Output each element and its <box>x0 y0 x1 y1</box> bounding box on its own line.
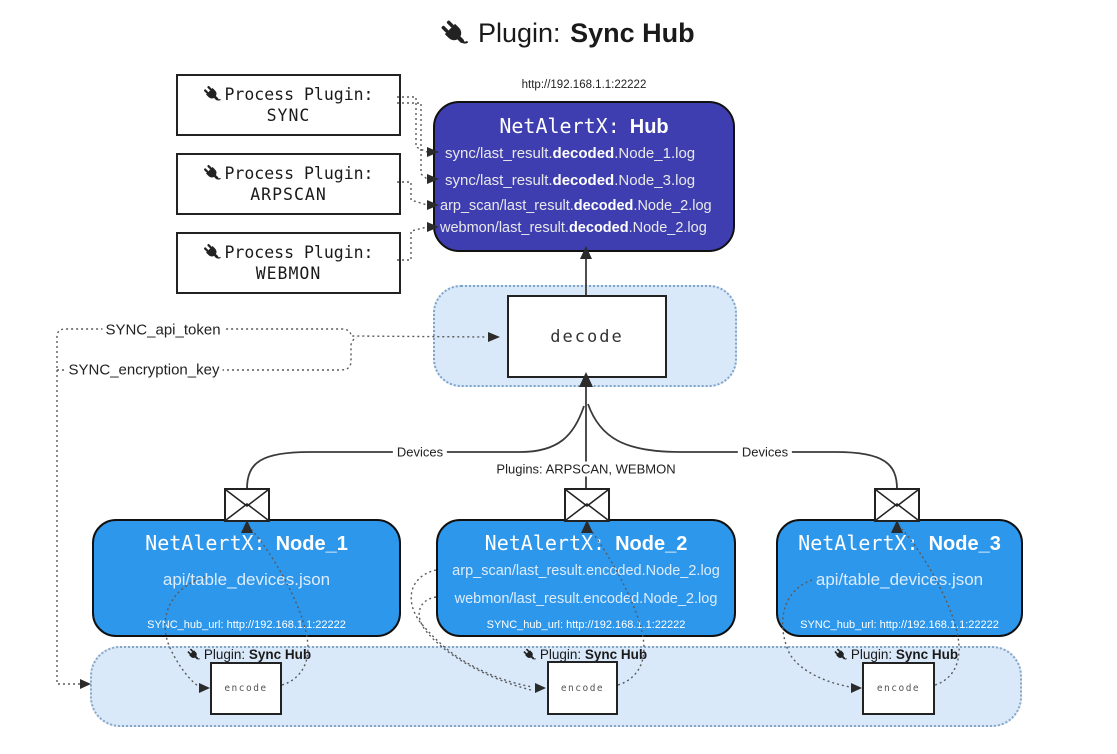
node-title: NetAlertX:Node_3 <box>798 531 1001 555</box>
hub-title-prefix: NetAlertX: <box>499 114 620 138</box>
title-name: Sync Hub <box>570 18 695 48</box>
title-prefix: Plugin: <box>478 18 561 48</box>
devices-edge-label-right: Devices <box>737 444 793 460</box>
process-plugin-name: WEBMON <box>255 264 322 283</box>
node-hub-url: SYNC_hub_url: http://192.168.1.1:22222 <box>486 619 686 631</box>
hub-title-name: Hub <box>629 116 669 138</box>
hub-log-line: webmon/last_result.decoded.Node_2.log <box>440 220 707 236</box>
process-plugin-box-sync: Process Plugin: SYNC <box>176 74 401 136</box>
process-plugin-heading: Process Plugin: <box>224 85 374 104</box>
plug-icon <box>834 648 848 662</box>
plug-icon <box>440 19 470 49</box>
hub-box: NetAlertX: Hub sync/last_result.decoded.N… <box>433 101 735 252</box>
encoder-label-2: Plugin: Sync Hub <box>523 647 647 662</box>
encode-box-2: encode <box>547 661 618 715</box>
sync-encryption-key-label: SYNC_encryption_key <box>65 361 223 379</box>
plugins-edge-label: Plugins: ARPSCAN, WEBMON <box>492 461 680 477</box>
node-title: NetAlertX:Node_2 <box>484 531 688 555</box>
node-hub-url: SYNC_hub_url: http://192.168.1.1:22222 <box>147 619 346 631</box>
process-plugin-heading: Process Plugin: <box>224 164 374 183</box>
plug-icon <box>203 85 222 104</box>
node-3-box: NetAlertX:Node_3 api/table_devices.json … <box>776 519 1023 637</box>
node-2-box: NetAlertX:Node_2 arp_scan/last_result.en… <box>436 519 736 637</box>
encode-box-1: encode <box>210 662 282 715</box>
hub-log-line: sync/last_result.decoded.Node_1.log <box>445 145 696 162</box>
node-file-line: arp_scan/last_result.encoded.Node_2.log <box>452 563 720 579</box>
process-plugin-box-arpscan: Process Plugin: ARPSCAN <box>176 153 401 215</box>
envelope-icon <box>564 488 610 522</box>
node-1-box: NetAlertX:Node_1 api/table_devices.json … <box>92 519 401 637</box>
encode-box-3: encode <box>862 662 935 715</box>
hub-title: NetAlertX: Hub <box>435 114 733 139</box>
node-hub-url: SYNC_hub_url: http://192.168.1.1:22222 <box>800 619 999 631</box>
process-plugin-name: ARPSCAN <box>250 185 327 204</box>
plug-icon <box>203 243 222 262</box>
plug-icon <box>203 164 222 183</box>
encoder-label-3: Plugin: Sync Hub <box>834 647 958 662</box>
node-file-line: api/table_devices.json <box>162 570 331 589</box>
encoder-label-1: Plugin: Sync Hub <box>187 647 311 662</box>
hub-log-line: sync/last_result.decoded.Node_3.log <box>445 172 696 189</box>
hub-log-line: arp_scan/last_result.decoded.Node_2.log <box>440 198 712 214</box>
envelope-icon <box>224 488 270 522</box>
node-file-line: api/table_devices.json <box>815 570 984 589</box>
devices-edge-label-left: Devices <box>392 444 448 460</box>
sync-api-token-label: SYNC_api_token <box>102 321 224 339</box>
process-plugin-box-webmon: Process Plugin: WEBMON <box>176 232 401 294</box>
plug-icon <box>187 648 201 662</box>
node-title: NetAlertX:Node_1 <box>145 531 348 555</box>
hub-url-label: http://192.168.1.1:22222 <box>521 79 647 91</box>
page-title: Plugin: Sync Hub <box>440 18 695 49</box>
plug-icon <box>523 648 537 662</box>
process-plugin-name: SYNC <box>266 106 311 125</box>
envelope-icon <box>874 488 920 522</box>
process-plugin-heading: Process Plugin: <box>224 243 374 262</box>
node-file-line: webmon/last_result.encoded.Node_2.log <box>454 591 718 607</box>
decode-box: decode <box>507 295 667 378</box>
